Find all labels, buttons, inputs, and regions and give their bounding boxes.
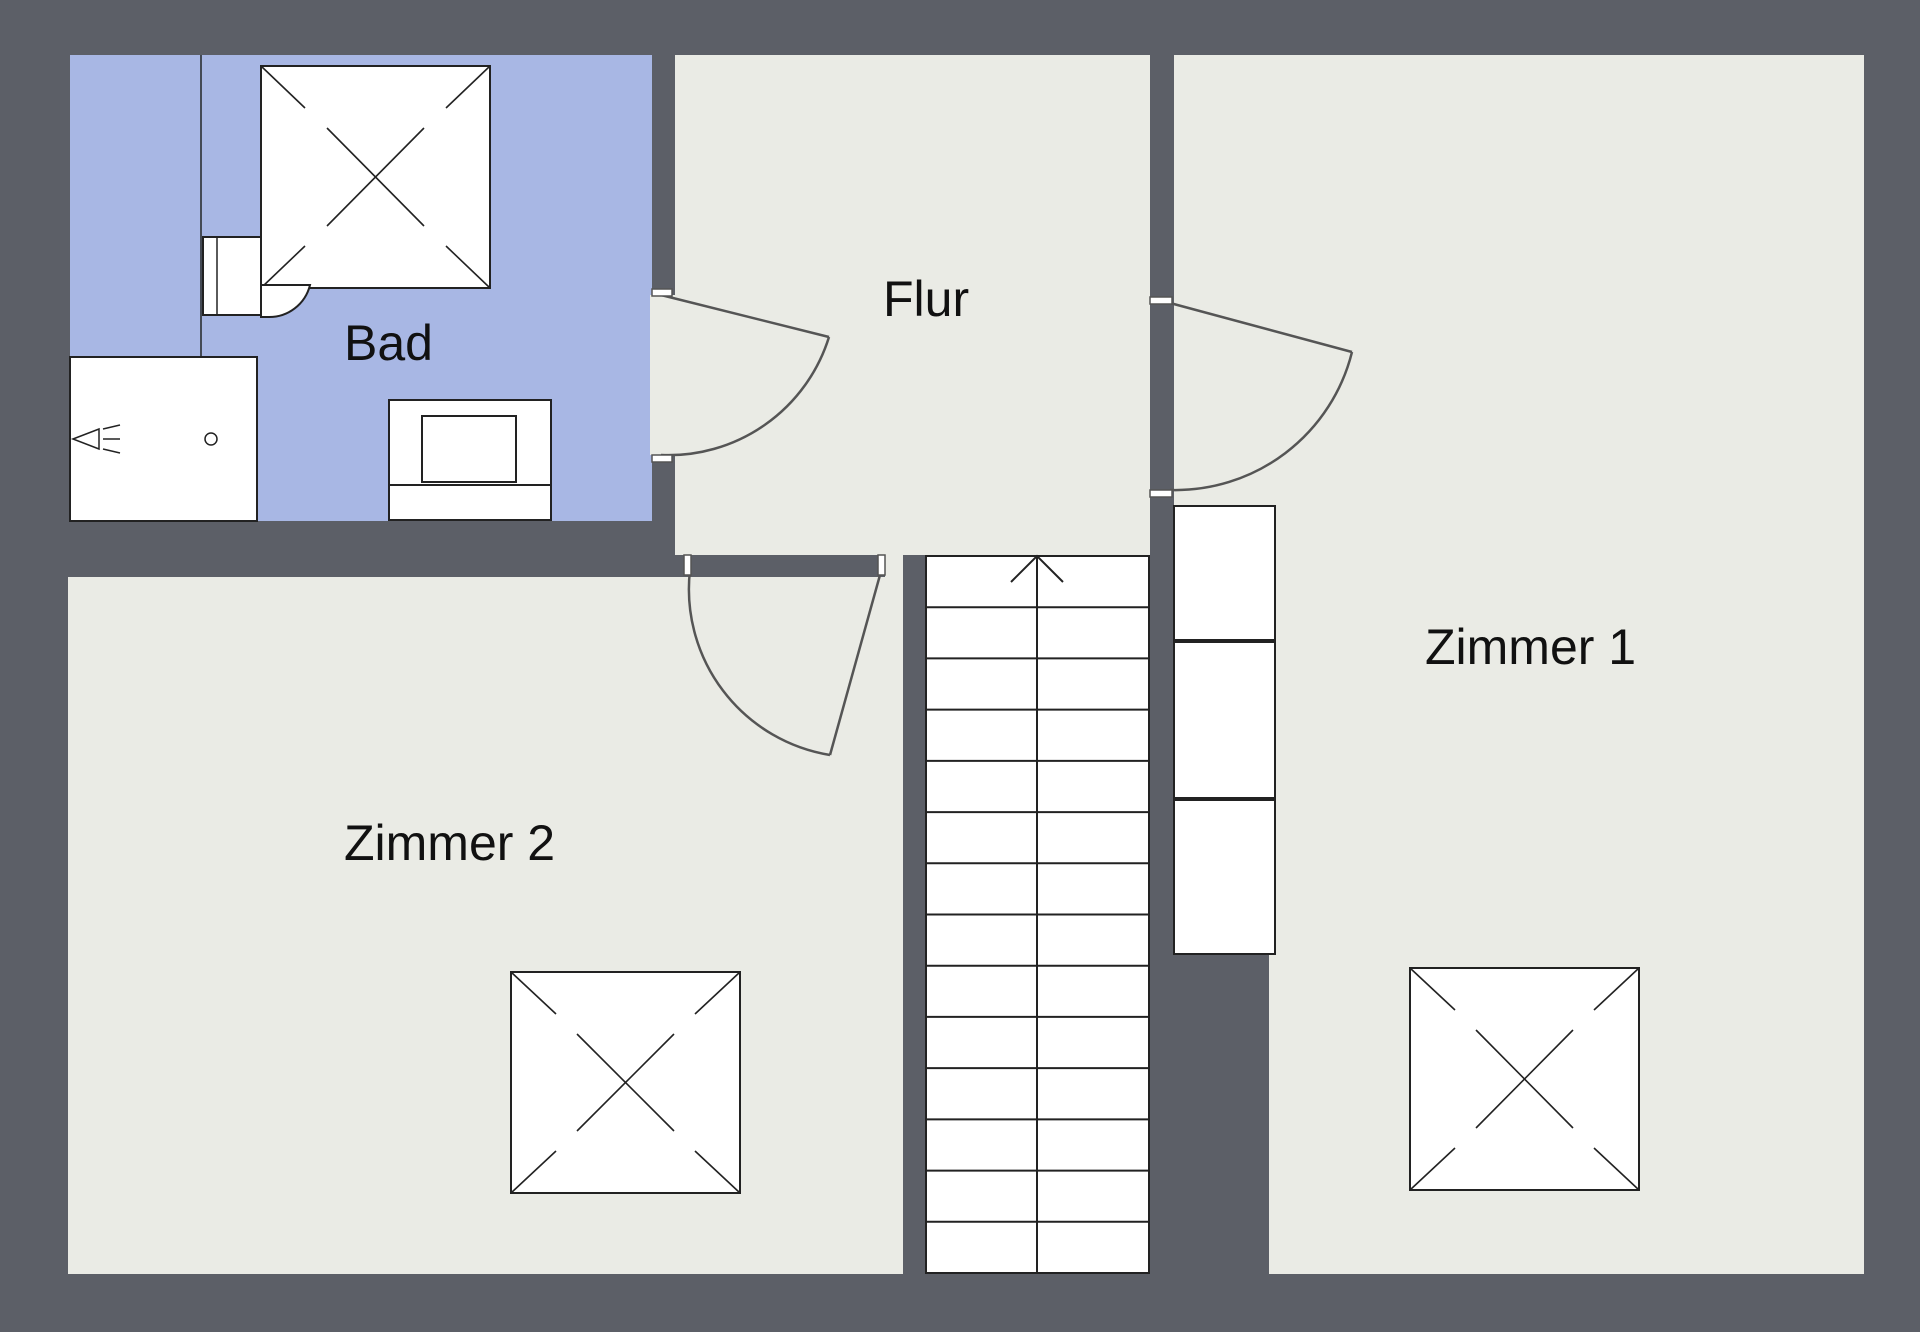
room-flur — [675, 55, 1150, 1274]
door-jamb — [651, 288, 1173, 576]
skylight-icon — [1409, 967, 1640, 1191]
room-label-flur: Flur — [883, 271, 969, 327]
door-swing-icon — [660, 293, 1354, 757]
skylight-icon — [510, 971, 741, 1194]
room-label-zimmer1: Zimmer 1 — [1425, 619, 1636, 675]
stair-arrow-icon — [1010, 554, 1064, 583]
shower-icon — [69, 356, 258, 522]
room-label-bad: Bad — [344, 315, 433, 371]
staircase-icon — [925, 554, 1150, 1274]
sink-icon — [388, 399, 552, 521]
door-gap-bad — [650, 295, 677, 455]
toilet-icon — [202, 236, 312, 319]
room-label-zimmer2: Zimmer 2 — [344, 815, 555, 871]
room-zimmer2 — [68, 577, 901, 1274]
room-zimmer1 — [1174, 55, 1864, 1274]
wardrobe-icon — [1173, 505, 1276, 955]
skylight-icon — [260, 65, 491, 289]
